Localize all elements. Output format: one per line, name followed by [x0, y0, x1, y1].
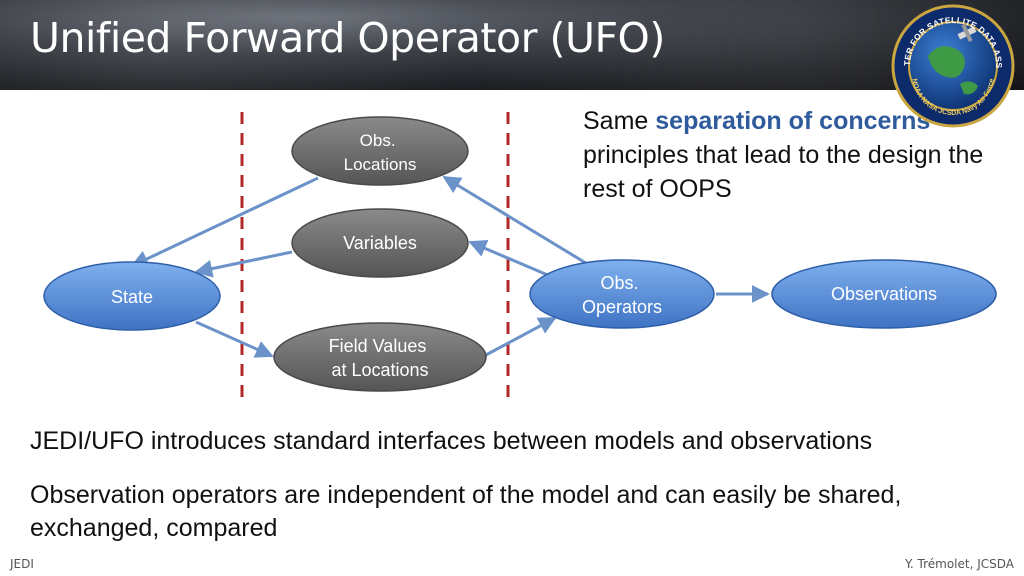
separation-of-concerns-text: Same separation of concerns principles t…	[583, 104, 1003, 206]
footer-right: Y. Trémolet, JCSDA	[904, 557, 1014, 571]
arrow-variables-to-state	[194, 250, 293, 278]
separation-highlight: separation of concerns	[655, 107, 931, 135]
bullet-operators: Observation operators are independent of…	[30, 481, 902, 542]
arrow-obs-operators-to-obs-locations	[442, 175, 595, 270]
svg-text:Field Values at Locations: Field Values at Locations	[329, 336, 432, 380]
node-observations-label: Observations	[831, 284, 937, 304]
slide-title: Unified Forward Operator (UFO)	[30, 14, 665, 62]
node-obs-locations-line1: Obs.	[360, 131, 396, 150]
svg-text:Obs. Locations: Obs. Locations	[344, 131, 417, 174]
arrow-field-values-to-obs-operators	[483, 316, 557, 358]
node-field-values-line2: at Locations	[331, 360, 428, 380]
arrow-state-to-field-values	[195, 320, 274, 358]
node-obs-operators: Obs. Operators	[529, 259, 715, 329]
title-bar: Unified Forward Operator (UFO)	[0, 0, 1024, 90]
node-variables: Variables	[291, 208, 469, 278]
jcsda-logo: JOINT CENTER FOR SATELLITE DATA ASSIMILA…	[888, 4, 1015, 128]
node-obs-operators-line2: Operators	[582, 297, 662, 317]
node-state: State	[43, 261, 221, 331]
node-obs-operators-line1: Obs.	[600, 273, 638, 293]
node-obs-locations: Obs. Locations	[291, 116, 469, 186]
separation-prefix: Same	[583, 107, 656, 135]
node-state-label: State	[111, 287, 153, 307]
node-obs-locations-line2: Locations	[344, 155, 417, 174]
node-field-values-line1: Field Values	[329, 336, 427, 356]
footer-left: JEDI	[10, 557, 34, 571]
arrow-obs-locations-to-state	[130, 176, 319, 268]
separation-suffix: principles that lead to the design the r…	[583, 141, 984, 203]
node-variables-label: Variables	[343, 233, 417, 253]
bullet-interfaces: JEDI/UFO introduces standard interfaces …	[30, 427, 873, 455]
node-field-values: Field Values at Locations	[273, 322, 487, 392]
node-observations: Observations	[771, 259, 997, 329]
arrow-obs-operators-to-variables	[468, 240, 551, 278]
svg-text:Obs. Operators: Obs. Operators	[582, 273, 662, 317]
